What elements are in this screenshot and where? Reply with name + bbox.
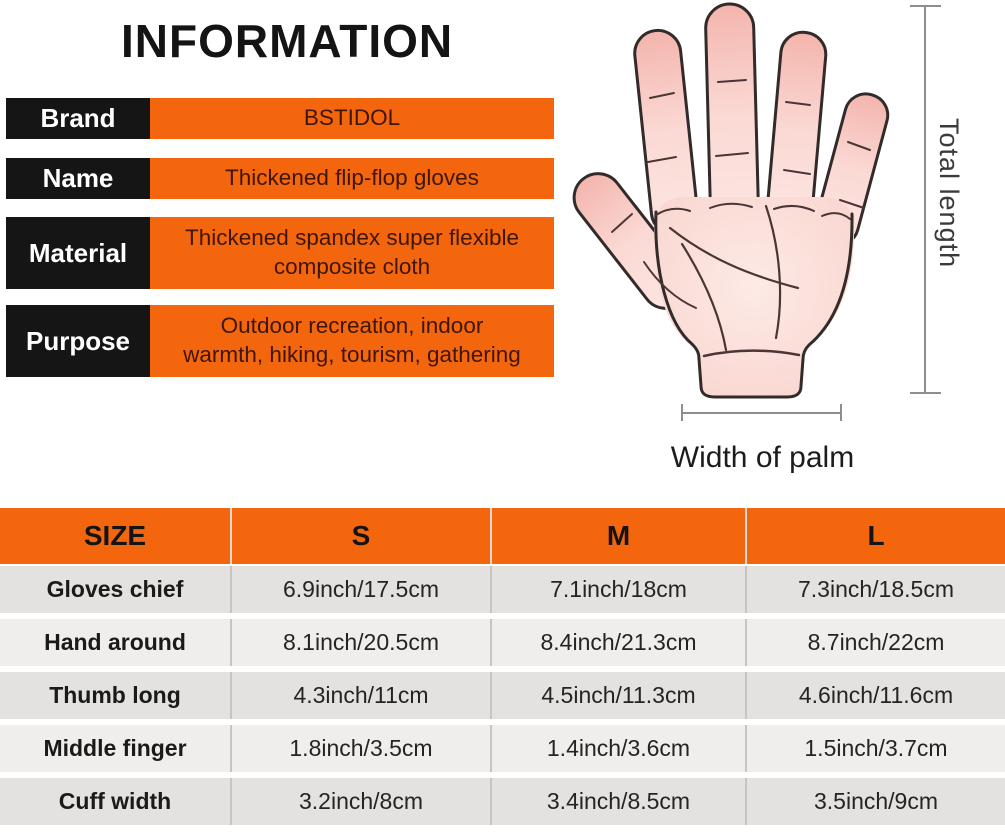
table-row: Thumb long 4.3inch/11cm 4.5inch/11.3cm 4…	[0, 672, 1005, 719]
cell-value: 8.1inch/20.5cm	[230, 619, 490, 666]
cell-value: 7.1inch/18cm	[490, 566, 745, 613]
info-label: Brand	[6, 98, 150, 139]
cell-value: 1.4inch/3.6cm	[490, 725, 745, 772]
hand-palm-illustration	[572, 2, 890, 399]
cell-value: 8.7inch/22cm	[745, 619, 1005, 666]
header-cell-m: M	[490, 508, 745, 564]
info-value: BSTIDOL	[150, 98, 554, 139]
info-row-purpose: Purpose Outdoor recreation, indoor warmt…	[6, 305, 554, 377]
total-length-tick-bottom	[910, 392, 941, 394]
cell-value: 4.3inch/11cm	[230, 672, 490, 719]
size-table: SIZE S M L Gloves chief 6.9inch/17.5cm 7…	[0, 508, 1005, 831]
cell-value: 3.5inch/9cm	[745, 778, 1005, 825]
table-row: Gloves chief 6.9inch/17.5cm 7.1inch/18cm…	[0, 566, 1005, 613]
cell-value: 8.4inch/21.3cm	[490, 619, 745, 666]
info-label-text: Purpose	[25, 325, 131, 356]
total-length-tick-top	[910, 5, 941, 7]
cell-value: 3.4inch/8.5cm	[490, 778, 745, 825]
header-cell-l: L	[745, 508, 1005, 564]
cell-value: 4.5inch/11.3cm	[490, 672, 745, 719]
palm-width-label: Width of palm	[670, 441, 855, 474]
palm-width-measure-line	[682, 412, 842, 414]
header-cell-size: SIZE	[83, 520, 147, 551]
cell-value: 6.9inch/17.5cm	[230, 566, 490, 613]
info-value-text: Thickened spandex super flexible composi…	[185, 225, 519, 279]
cell-value: 3.2inch/8cm	[230, 778, 490, 825]
info-value-text: Outdoor recreation, indoor warmth, hikin…	[183, 313, 521, 367]
palm-width-tick-right	[840, 404, 842, 421]
palm-width-tick-left	[681, 404, 683, 421]
total-length-measure-line	[924, 6, 926, 394]
info-value: Thickened spandex super flexible composi…	[150, 217, 554, 289]
row-label: Gloves chief	[46, 576, 184, 602]
info-label-text: Material	[28, 237, 128, 268]
info-label-text: Brand	[40, 103, 116, 133]
row-label: Hand around	[44, 629, 186, 655]
info-value-text: BSTIDOL	[303, 105, 401, 131]
size-table-header: SIZE S M L	[0, 508, 1005, 564]
info-row-brand: Brand BSTIDOL	[6, 98, 554, 139]
row-label: Middle finger	[43, 735, 187, 761]
row-label: Cuff width	[58, 788, 172, 814]
info-row-material: Material Thickened spandex super flexibl…	[6, 217, 554, 289]
info-value: Thickened flip-flop gloves	[150, 158, 554, 199]
table-row: Hand around 8.1inch/20.5cm 8.4inch/21.3c…	[0, 619, 1005, 666]
table-row: Cuff width 3.2inch/8cm 3.4inch/8.5cm 3.5…	[0, 778, 1005, 825]
cell-value: 1.5inch/3.7cm	[745, 725, 1005, 772]
row-label: Thumb long	[49, 682, 181, 708]
cell-value: 1.8inch/3.5cm	[230, 725, 490, 772]
info-value-text: Thickened flip-flop gloves	[225, 165, 479, 191]
info-label: Purpose	[6, 305, 150, 377]
table-row: Middle finger 1.8inch/3.5cm 1.4inch/3.6c…	[0, 725, 1005, 772]
info-row-name: Name Thickened flip-flop gloves	[6, 158, 554, 199]
header-cell-s: S	[230, 508, 490, 564]
info-value: Outdoor recreation, indoor warmth, hikin…	[150, 305, 554, 377]
page-title: INFORMATION	[121, 15, 454, 67]
info-label-text: Name	[42, 163, 114, 193]
info-label: Name	[6, 158, 150, 199]
total-length-label: Total length	[934, 118, 964, 269]
info-label: Material	[6, 217, 150, 289]
cell-value: 4.6inch/11.6cm	[745, 672, 1005, 719]
cell-value: 7.3inch/18.5cm	[745, 566, 1005, 613]
